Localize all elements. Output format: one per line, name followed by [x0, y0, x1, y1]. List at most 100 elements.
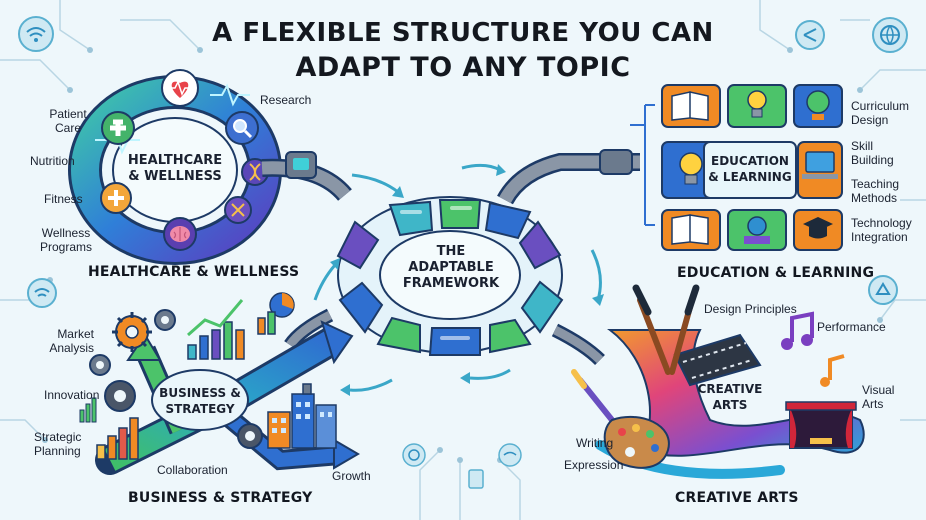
education-inner-line2: & LEARNING — [708, 170, 792, 184]
label-curriculum-design: Curriculum Design — [851, 99, 909, 127]
framework-segments — [336, 199, 564, 356]
business-inner-line2: STRATEGY — [165, 402, 235, 416]
graduation-cap-icon — [793, 209, 843, 251]
heart-monitor-icon — [161, 69, 199, 107]
bar-chart-icon — [79, 397, 97, 423]
label-technology-line1: Technology — [851, 216, 912, 230]
paint-palette-icon — [603, 415, 670, 469]
label-patient-care-line2: Care — [54, 121, 81, 135]
magnifier-icon — [225, 111, 259, 145]
framework-title-line2: ADAPTABLE — [408, 260, 494, 275]
label-wellness-line2: Programs — [39, 240, 92, 254]
page-title-line2: ADAPT TO ANY TOPIC — [295, 52, 631, 83]
connector-cable — [261, 151, 352, 202]
label-skill-building: Skill Building — [851, 139, 894, 167]
creative-inner-title: CREATIVE ARTS — [690, 381, 770, 413]
label-expression: Expression — [564, 458, 624, 472]
music-note-icon — [781, 311, 814, 350]
label-design-principles: Design Principles — [704, 302, 797, 316]
circuit-nodes — [42, 47, 883, 463]
laptop-icon — [797, 141, 843, 199]
apple-icon — [100, 182, 132, 214]
business-inner-title: BUSINESS & STRATEGY — [152, 385, 248, 417]
framework-title: THE ADAPTABLE FRAMEWORK — [396, 244, 506, 292]
label-curriculum-line2: Design — [851, 113, 889, 127]
medical-cross-icon — [101, 111, 135, 145]
stage-icon — [785, 401, 857, 449]
lightbulb-icon — [727, 84, 787, 128]
wifi-icon — [27, 278, 57, 308]
bar-chart-icon — [257, 311, 276, 335]
label-visual-line2: Arts — [862, 397, 884, 411]
brain-icon — [163, 217, 197, 251]
share-icon — [868, 275, 898, 305]
business-center-panel — [151, 369, 249, 431]
label-strategic-line2: Planning — [34, 444, 81, 458]
healthcare-inner-line2: & WELLNESS — [128, 169, 222, 184]
business-caption: BUSINESS & STRATEGY — [128, 490, 313, 506]
connector-cable — [497, 149, 640, 205]
label-wellness-programs: Wellness Programs — [28, 226, 104, 254]
building-icon — [267, 383, 337, 449]
connector-cable — [284, 308, 605, 366]
healthcare-inner-title: HEALTHCARE & WELLNESS — [125, 153, 225, 185]
building-windows — [272, 402, 332, 433]
page-title-line1: A FLEXIBLE STRUCTURE YOU CAN — [212, 18, 714, 48]
gear-icon — [104, 380, 136, 412]
label-growth: Growth — [332, 469, 371, 483]
creative-inner-line1: CREATIVE — [697, 382, 763, 396]
share-icon — [795, 20, 825, 50]
gear-icon — [112, 312, 152, 352]
paintbrush-icon — [632, 284, 700, 375]
label-market-line1: Market — [57, 327, 94, 341]
label-visual-line1: Visual — [862, 383, 895, 397]
gear-icon — [237, 423, 263, 449]
framework-title-line3: FRAMEWORK — [402, 276, 500, 291]
label-wellness-line1: Wellness — [41, 226, 91, 240]
label-nutrition: Nutrition — [30, 154, 75, 168]
label-patient-care: Patient Care — [46, 107, 90, 135]
business-inner-line1: BUSINESS & — [159, 386, 241, 400]
globe-icon — [727, 209, 787, 251]
education-caption: EDUCATION & LEARNING — [677, 265, 875, 281]
label-market-line2: Analysis — [49, 341, 94, 355]
label-fitness: Fitness — [44, 192, 83, 206]
bar-chart-icon — [96, 417, 139, 460]
label-collaboration: Collaboration — [157, 463, 228, 477]
label-skill-line2: Building — [851, 153, 894, 167]
label-visual-arts: Visual Arts — [862, 383, 894, 411]
label-innovation: Innovation — [44, 388, 100, 402]
paintbrush-icon — [571, 369, 615, 423]
wifi-icon — [498, 443, 522, 467]
framework-title-line1: THE — [436, 244, 466, 259]
label-market-analysis: Market Analysis — [36, 327, 94, 355]
creative-caption: CREATIVE ARTS — [675, 490, 799, 506]
label-skill-line1: Skill — [851, 139, 874, 153]
framework-highlights — [400, 206, 472, 340]
label-curriculum-line1: Curriculum — [851, 99, 910, 113]
bar-chart-icon — [187, 299, 245, 360]
globe-icon — [402, 443, 426, 467]
education-grid — [630, 84, 843, 251]
label-teaching-line1: Teaching — [851, 177, 900, 191]
label-teaching-methods: Teaching Methods — [851, 177, 899, 205]
label-patient-care-line1: Patient — [49, 107, 87, 121]
music-note-icon — [820, 354, 845, 387]
flow-arrowheads — [330, 164, 604, 396]
label-research: Research — [260, 93, 312, 107]
label-performance: Performance — [817, 320, 886, 334]
education-center-panel — [703, 141, 797, 199]
film-strip-icon — [673, 333, 762, 387]
book-icon — [661, 209, 721, 251]
creative-inner-line2: ARTS — [712, 398, 748, 412]
label-technology-line2: Integration — [851, 230, 908, 244]
label-strategic-line1: Strategic — [34, 430, 82, 444]
label-writing: Writing — [576, 436, 614, 450]
label-teaching-line2: Methods — [851, 191, 898, 205]
gear-icon — [154, 309, 176, 331]
label-technology-integration: Technology Integration — [851, 216, 912, 244]
document-icon — [468, 469, 484, 489]
wifi-icon — [18, 16, 54, 52]
label-strategic-planning: Strategic Planning — [34, 430, 81, 458]
